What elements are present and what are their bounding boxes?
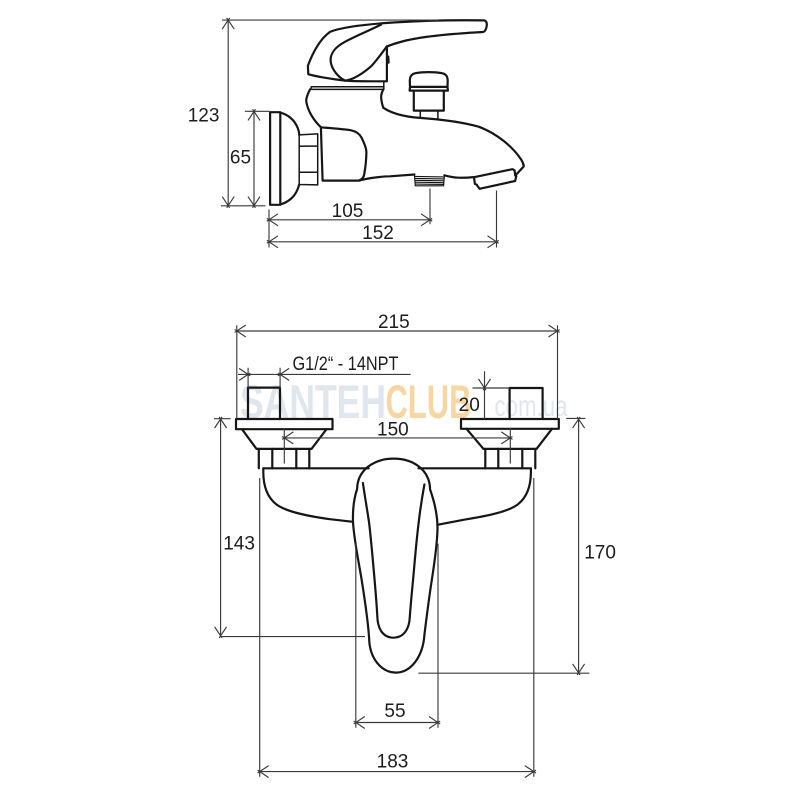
svg-text:170: 170: [584, 543, 616, 564]
svg-text:105: 105: [332, 201, 364, 222]
svg-text:com.ua: com.ua: [495, 390, 568, 423]
svg-text:G1/2“ - 14NPT: G1/2“ - 14NPT: [293, 354, 399, 375]
svg-text:152: 152: [362, 223, 394, 244]
svg-text:143: 143: [223, 533, 255, 554]
svg-text:183: 183: [377, 752, 409, 773]
svg-text:150: 150: [377, 420, 409, 441]
svg-text:215: 215: [378, 312, 410, 333]
svg-text:65: 65: [230, 148, 251, 169]
svg-text:123: 123: [188, 105, 220, 126]
svg-text:CLUB: CLUB: [386, 375, 472, 428]
svg-text:20: 20: [459, 395, 480, 416]
svg-text:55: 55: [384, 701, 405, 722]
